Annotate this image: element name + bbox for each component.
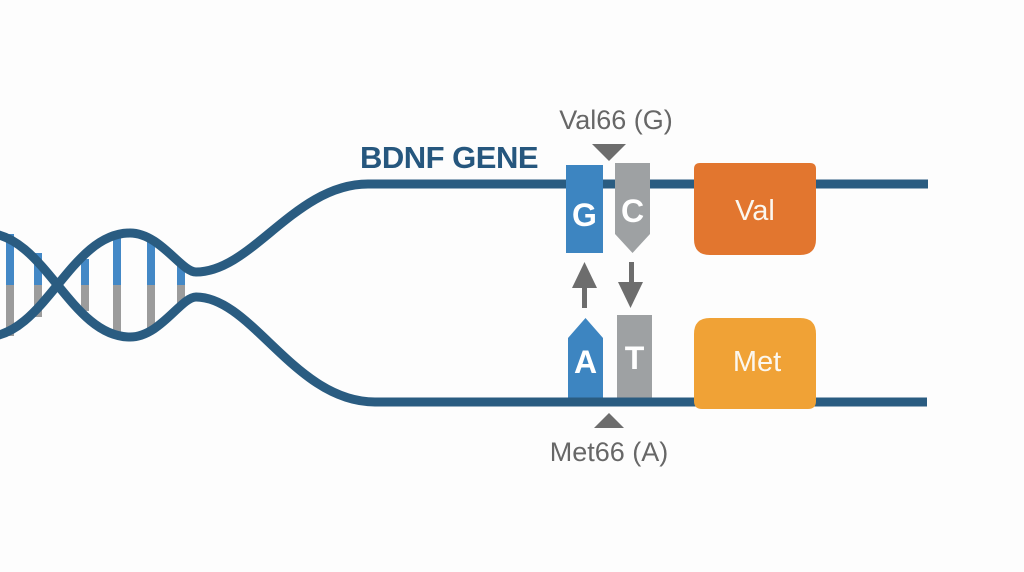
down-arrow-head (618, 282, 643, 308)
base-t-marker (617, 315, 652, 403)
base-g-marker (566, 165, 603, 253)
up-arrow-icon (572, 262, 597, 308)
rung-top (81, 259, 89, 285)
rung-bottom (177, 285, 185, 304)
top-strand (0, 179, 928, 340)
val66-pointer-icon (592, 144, 626, 161)
bottom-strand (0, 230, 927, 407)
met66-pointer-icon (594, 413, 624, 428)
base-t-letter: T (625, 340, 645, 376)
val-label: Val (735, 195, 775, 227)
base-a-marker (568, 318, 603, 404)
base-a-letter: A (574, 344, 597, 380)
rung-top (177, 266, 185, 285)
rung-bottom (113, 285, 121, 334)
up-arrow-head (572, 262, 597, 288)
met66-label: Met66 (A) (550, 437, 669, 467)
met-label: Met (733, 346, 781, 378)
rung-top (113, 236, 121, 285)
gene-title: BDNF GENE (360, 140, 538, 175)
base-c-marker (615, 163, 650, 253)
val66-label: Val66 (G) (559, 105, 673, 135)
up-arrow-stem (582, 283, 587, 308)
rung-bottom (81, 285, 89, 311)
rung-bottom (147, 285, 155, 330)
base-g-letter: G (572, 197, 597, 233)
met-box (694, 318, 816, 409)
down-arrow-stem (629, 262, 634, 287)
rung-bottom (6, 285, 14, 336)
down-arrow-icon (618, 262, 643, 308)
rung-top (6, 234, 14, 285)
val-box (694, 163, 816, 255)
base-c-letter: C (621, 193, 644, 229)
rung-top (147, 240, 155, 285)
